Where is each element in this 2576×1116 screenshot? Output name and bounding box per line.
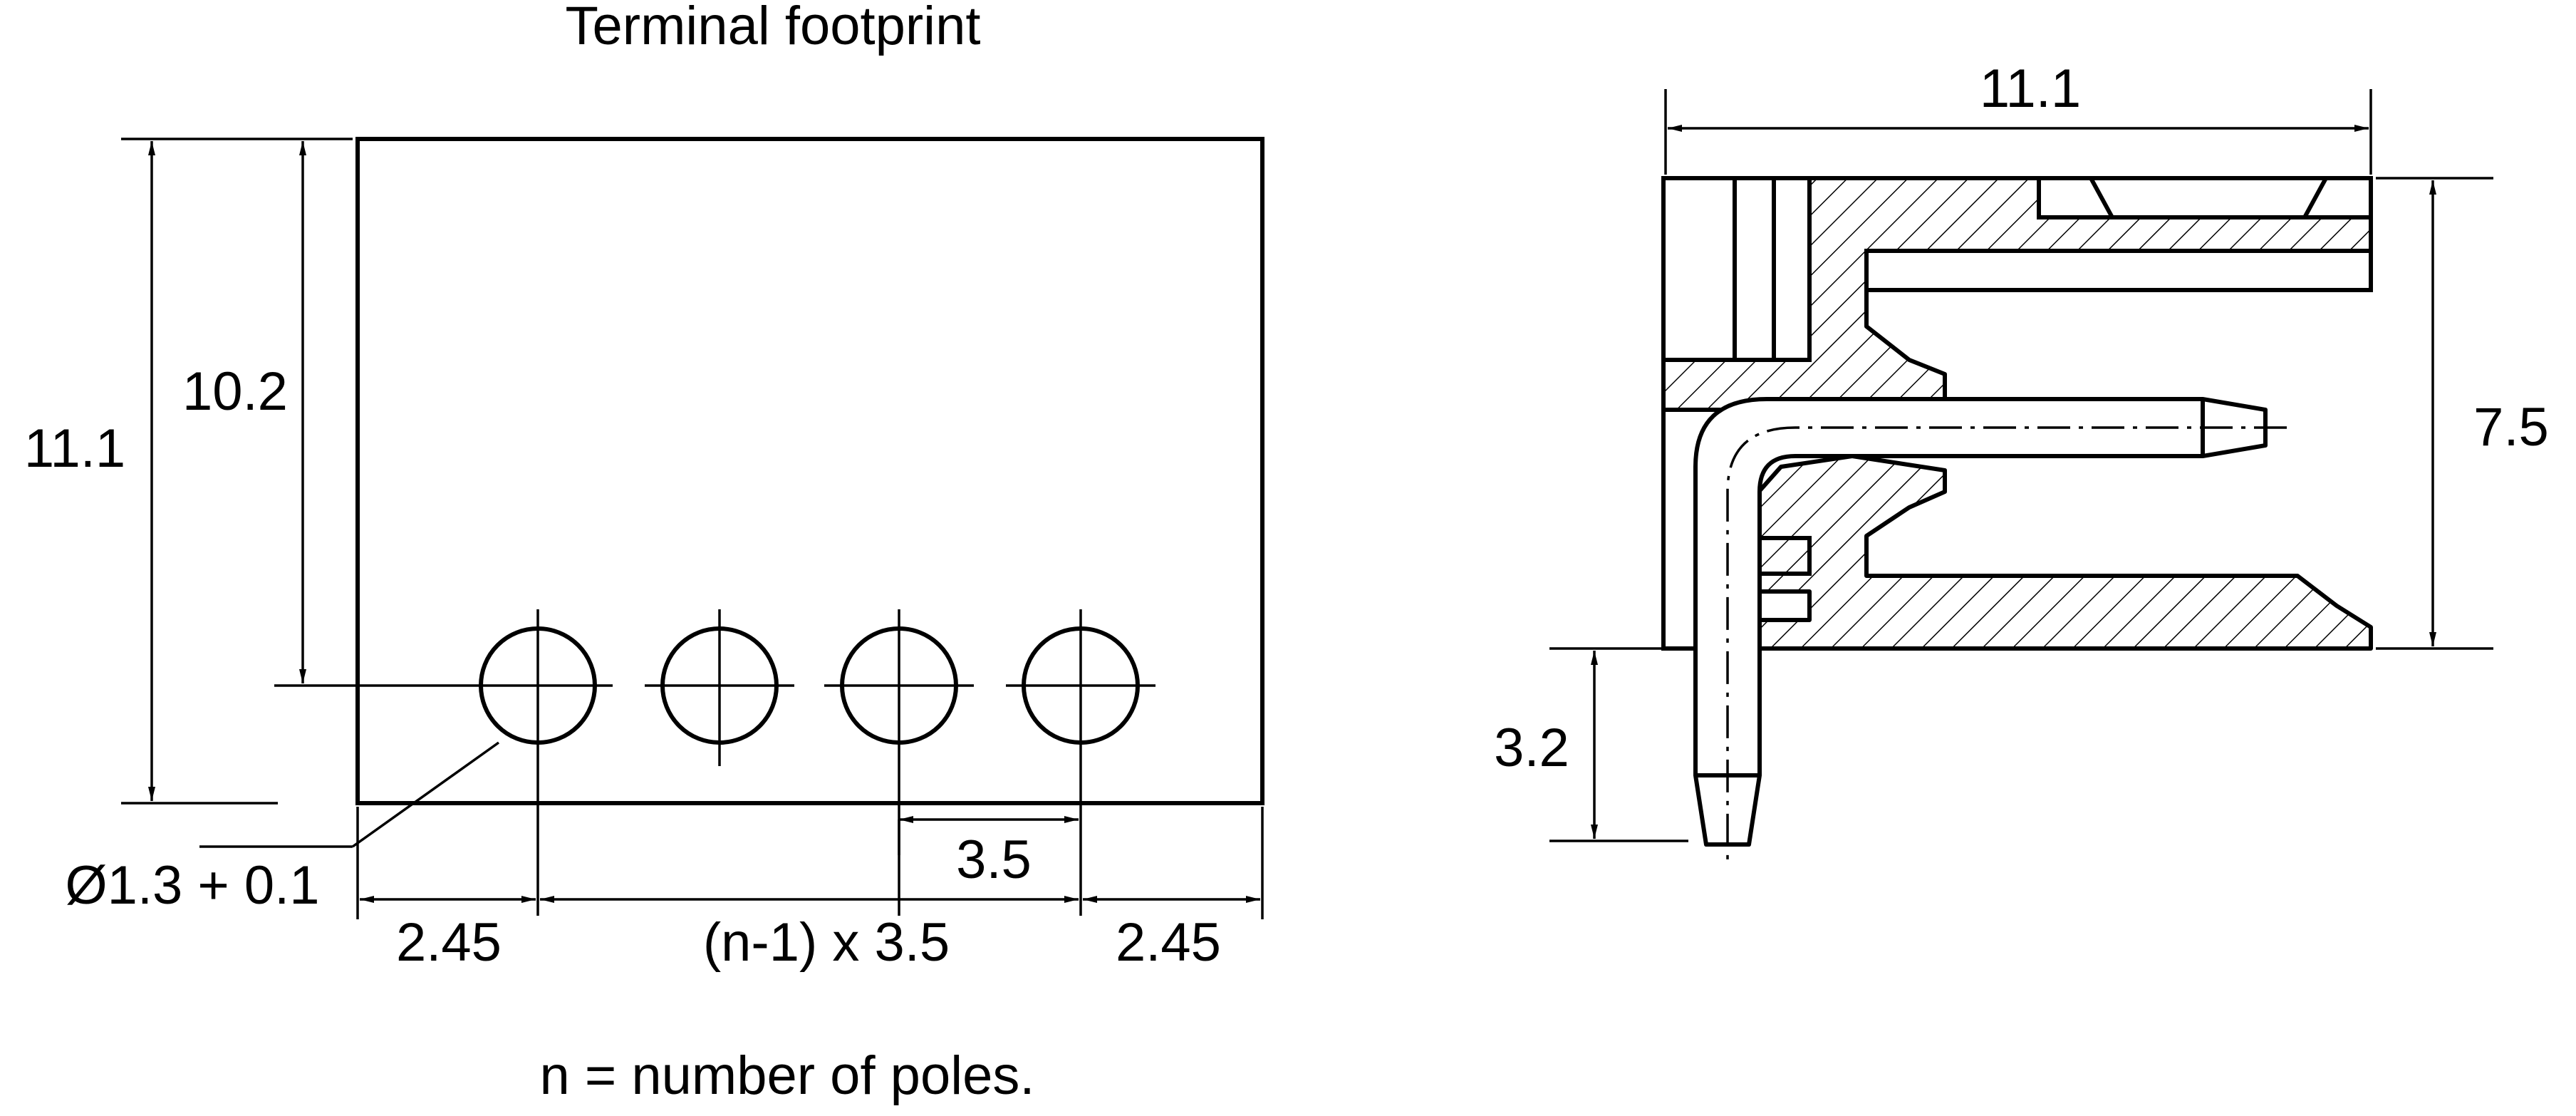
- dim-pitch: 3.5: [898, 816, 1079, 890]
- dim-left-margin-label: 2.45: [396, 912, 502, 973]
- footprint-outline: [355, 137, 1264, 805]
- footprint-title: Terminal footprint: [566, 0, 981, 56]
- dim-hole-height-label: 10.2: [182, 361, 288, 422]
- dim-total-height: 11.1: [24, 138, 353, 805]
- wire-channel: [1864, 249, 2373, 292]
- dim-pitch-label: 3.5: [956, 830, 1032, 890]
- dim-depth: 11.1: [1664, 58, 2372, 175]
- dim-pin-length-label: 3.2: [1494, 718, 1569, 778]
- dim-depth-label: 11.1: [1980, 58, 2081, 119]
- dim-pin-length: 3.2: [1494, 647, 1688, 842]
- pin-body: [1693, 397, 2268, 847]
- side-view: 11.1 7.5 3.2: [1494, 58, 2549, 862]
- dim-height: 7.5: [2376, 177, 2549, 650]
- dim-total-height-label: 11.1: [24, 418, 125, 479]
- footprint-holes: [274, 609, 1155, 916]
- poles-note: n = number of poles.: [540, 1045, 1035, 1106]
- dim-height-label: 7.5: [2473, 397, 2549, 458]
- connector-housing: [1661, 176, 2373, 651]
- footprint-view: Terminal footprint 11.1: [24, 0, 1264, 1106]
- dim-right-margin-label: 2.45: [1116, 912, 1221, 973]
- hole-diameter-label: Ø1.3 + 0.1: [65, 855, 319, 916]
- hole-diameter-callout: Ø1.3 + 0.1: [65, 741, 500, 916]
- bent-pin: [1693, 397, 2287, 862]
- wire-entry-top: [2037, 176, 2373, 219]
- dim-pitch-total-label: (n-1) x 3.5: [703, 912, 950, 973]
- dim-bottom-chain: 2.45 (n-1) x 3.5 2.45: [356, 807, 1264, 973]
- dim-hole-height: 10.2: [182, 141, 306, 683]
